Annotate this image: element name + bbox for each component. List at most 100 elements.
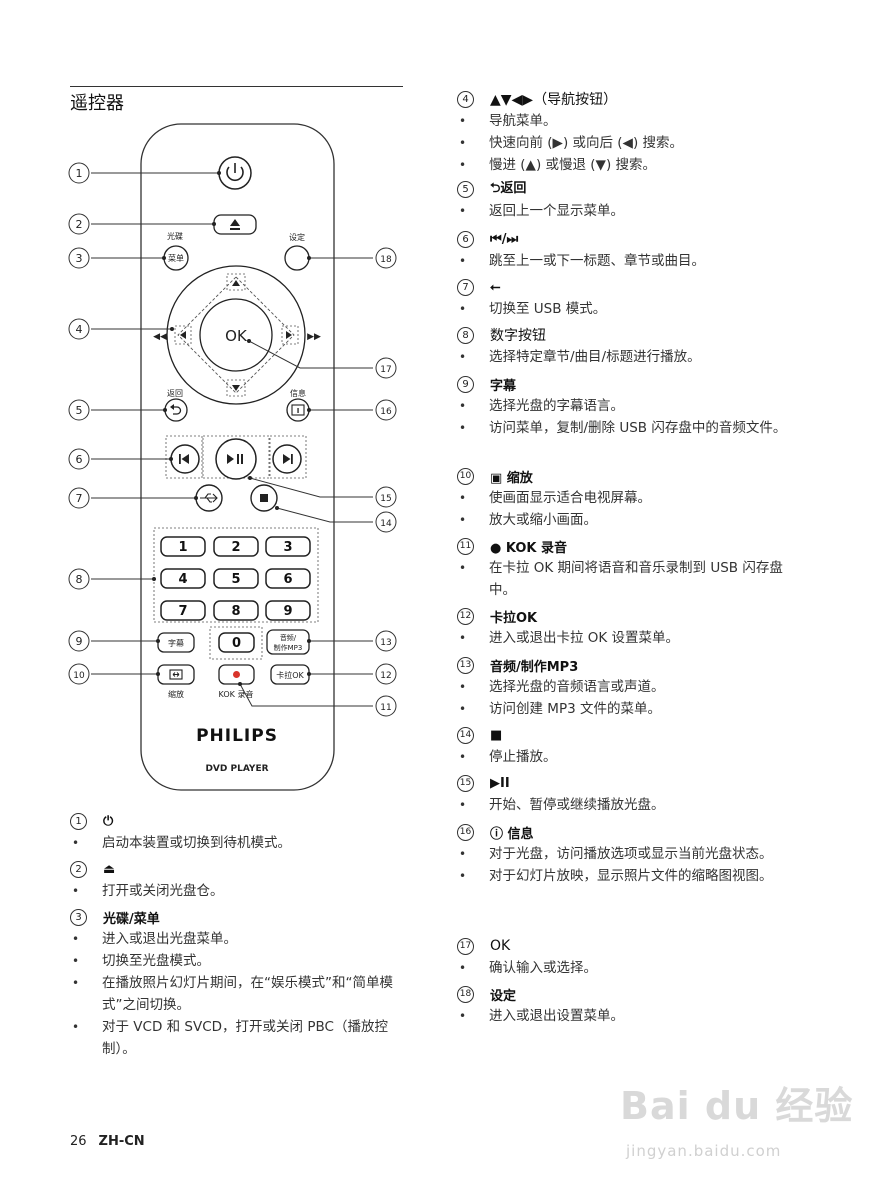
callout-circle [375,247,397,269]
karaoke-button[interactable]: 卡拉OK [270,664,310,685]
nav-down-icon[interactable] [232,385,240,391]
info-button[interactable] [286,398,310,422]
callout-number: 4 [76,323,83,336]
prev-button[interactable] [170,444,200,474]
ok-button[interactable]: OK [199,298,273,372]
disc-label: 光碟 [167,231,183,241]
bullet-item: 在卡拉 OK 期间将语音和音乐录制到 USB 闪存盘中。 [457,557,787,601]
callout-number: 11 [380,703,391,713]
number-label: 7 [178,604,187,619]
number-3-button[interactable]: 3 [265,536,311,557]
kok-record-button[interactable] [218,664,255,685]
callout-circle [68,213,90,235]
bullet-item: 选择光盘的字幕语言。 [457,395,787,417]
entry-8: 8数字按钮选择特定章节/曲目/标题进行播放。 [457,324,787,368]
callout-circle [68,568,90,590]
entry-11: 11● KOK 录音在卡拉 OK 期间将语音和音乐录制到 USB 闪存盘中。 [457,535,787,601]
usb-button[interactable] [195,484,223,512]
entry-label: ⓘ 信息 [490,826,534,842]
number-8-button[interactable]: 8 [213,600,259,621]
callout-number: 1 [76,167,83,180]
entry-number: 7 [457,278,474,296]
stop-button[interactable] [250,484,278,512]
entry-10: 10▣ 缩放使画面显示适合电视屏幕。放大或缩小画面。 [457,465,787,531]
nav-up-icon[interactable] [232,280,240,286]
entry-label: 音频/制作MP3 [490,659,579,675]
entry-heading: 6 ⏮/⏭ [457,228,787,250]
entry-bullets: 进入或退出设置菜单。 [457,1005,787,1027]
callout-circle [68,630,90,652]
entry-number: 6 [457,230,474,248]
zoom-icon [169,669,183,680]
entry-number: 11 [457,537,474,555]
record-icon [233,671,240,678]
back-label: 返回 [167,389,183,398]
entry-label: ⭠ [490,279,501,295]
stop-icon [260,494,268,502]
number-label: 8 [231,604,240,619]
menu-button[interactable]: 菜单 [163,245,189,271]
entry-bullets: 开始、暂停或继续播放光盘。 [457,794,787,816]
entry-number: 15 [457,774,474,792]
number-1-button[interactable]: 1 [160,536,206,557]
callout-circle [68,663,90,685]
number-7-button[interactable]: 7 [160,600,206,621]
leader-dots [152,171,311,686]
setup-button[interactable] [284,245,310,271]
number-6-button[interactable]: 6 [265,568,311,589]
number-2-button[interactable]: 2 [213,536,259,557]
number-9-button[interactable]: 9 [265,600,311,621]
play-pause-button[interactable] [215,438,257,480]
callout-circle [375,399,397,421]
entry-heading: 1⏻ [70,810,400,832]
baidu-watermark-url: jingyan.baidu.com [626,1142,782,1160]
entry-number: 1 [70,812,87,830]
number-4-button[interactable]: 4 [160,568,206,589]
number-5-button[interactable]: 5 [213,568,259,589]
baidu-watermark: Bai du 经验 [620,1084,854,1128]
number-0-button[interactable]: 0 [218,632,255,653]
entry-bullets: 切换至 USB 模式。 [457,298,787,320]
entry-number: 4 [457,90,474,108]
bullet-item: 返回上一个显示菜单。 [457,200,787,222]
nav-left-icon[interactable] [180,331,186,339]
bullet-item: 切换至光盘模式。 [70,950,400,972]
bullet-item: 访问菜单，复制/删除 USB 闪存盘中的音频文件。 [457,417,787,439]
subtitle-button[interactable]: 字幕 [157,632,195,653]
back-button[interactable] [164,398,188,422]
power-button[interactable] [218,156,252,190]
zoom-button[interactable] [157,664,195,685]
entry-label: 光碟/菜单 [103,911,160,927]
bullet-item: 慢进 (▲) 或慢退 (▼) 搜索。 [457,154,787,176]
entry-bullets: 导航菜单。快速向前 (▶) 或向后 (◀) 搜索。慢进 (▲) 或慢退 (▼) … [457,110,787,176]
callout-number: 12 [380,671,391,681]
number-label: 5 [231,572,240,587]
kok-label: KOK 录音 [219,689,254,699]
next-button[interactable] [272,444,302,474]
nav-right-icon[interactable] [286,331,292,339]
entry-2: 2⏏打开或关闭光盘仓。 [70,858,400,902]
bullet-item: 开始、暂停或继续播放光盘。 [457,794,787,816]
entry-heading: 11● KOK 录音 [457,535,787,557]
page-number: 26 [70,1134,87,1149]
entry-label: ⏮/⏭ [490,231,519,247]
callout-number: 2 [76,218,83,231]
model-label: DVD PLAYER [205,764,268,774]
section-rule [70,86,403,87]
bullet-item: 切换至 USB 模式。 [457,298,787,320]
entry-label: ▶II [490,775,510,791]
audio-mp3-button[interactable]: 音频/ 制作MP3 [266,629,310,655]
entry-label: 设定 [490,988,517,1004]
callout-number: 13 [380,638,391,648]
entry-bullets: 进入或退出光盘菜单。切换至光盘模式。在播放照片幻灯片期间，在“娱乐模式”和“简单… [70,928,400,1060]
eject-button[interactable] [213,214,257,235]
entry-label: 卡拉OK [490,610,538,626]
bullet-item: 确认输入或选择。 [457,957,787,979]
